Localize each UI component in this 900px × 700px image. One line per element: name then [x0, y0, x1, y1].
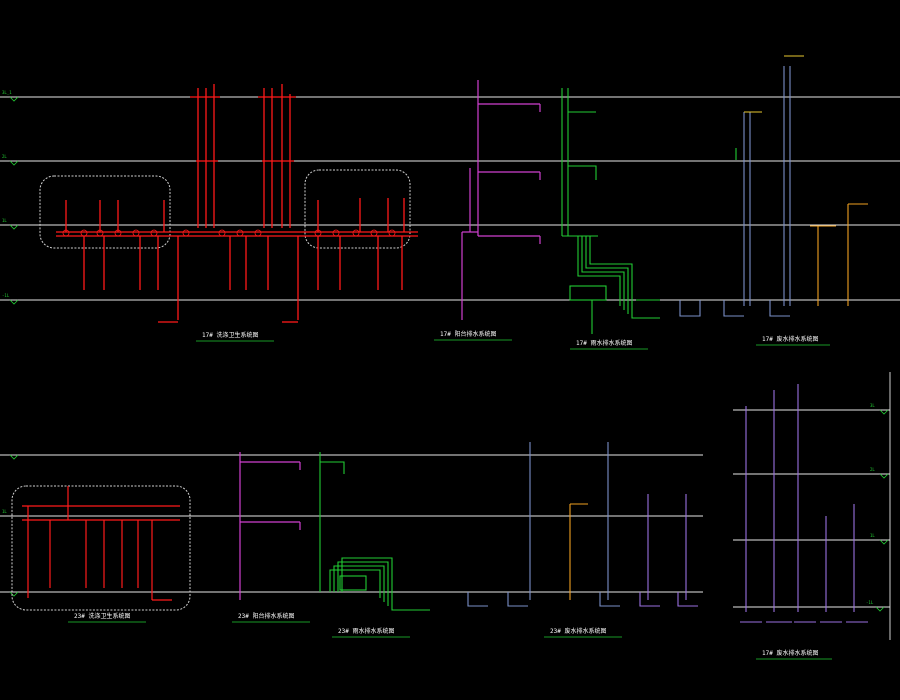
floor-lines-right-panel — [733, 372, 891, 640]
floor-labels-right: 3L 2L 1L -1L — [866, 403, 875, 605]
floor-label: 1L — [2, 509, 7, 514]
figure-title: 23# 阳台排水系统图 — [238, 612, 294, 620]
floor-label: -1L — [2, 293, 10, 298]
figure-title: 17# 废水排水系统图 — [762, 649, 818, 657]
floor-labels-top: 3L_1 2L 1L -1L — [2, 90, 12, 298]
waste-system-17 — [679, 55, 868, 317]
green-rain-system-23 — [319, 452, 430, 611]
floor-label: 2L — [870, 467, 875, 472]
figure-title: 23# 废水排水系统图 — [550, 627, 606, 635]
red-drainage-system-17 — [56, 84, 418, 323]
floor-label: 1L — [870, 533, 875, 538]
red-fixtures — [62, 229, 396, 237]
red-drainage-system-23 — [22, 486, 180, 601]
floor-label: 3L_1 — [2, 90, 12, 95]
figure-title: 17# 废水排水系统图 — [762, 335, 818, 343]
magenta-balcony-system-17 — [461, 80, 541, 320]
floor-label: -1L — [866, 600, 874, 605]
level-markers — [9, 96, 889, 612]
floor-label: 3L — [870, 403, 875, 408]
waste-system-23 — [467, 442, 698, 607]
figure-titles: 17# 洗涤卫生系统图 17# 阳台排水系统图 17# 雨水排水系统图 17# … — [68, 330, 832, 660]
floor-labels-bottom: 1L — [2, 509, 7, 514]
green-rain-system-17 — [561, 88, 660, 334]
figure-title: 23# 洗涤卫生系统图 — [74, 612, 130, 620]
floor-label: 2L — [2, 154, 7, 159]
floor-label: 1L — [2, 218, 7, 223]
figure-title: 17# 雨水排水系统图 — [576, 339, 632, 347]
figure-title: 23# 雨水排水系统图 — [338, 627, 394, 635]
revision-clouds — [11, 169, 411, 611]
figure-title: 17# 洗涤卫生系统图 — [202, 331, 258, 339]
figure-title: 17# 阳台排水系统图 — [440, 330, 496, 338]
floor-lines-bottom — [0, 454, 703, 593]
magenta-balcony-system-23 — [239, 452, 301, 600]
waste-system-right-panel — [740, 384, 868, 623]
